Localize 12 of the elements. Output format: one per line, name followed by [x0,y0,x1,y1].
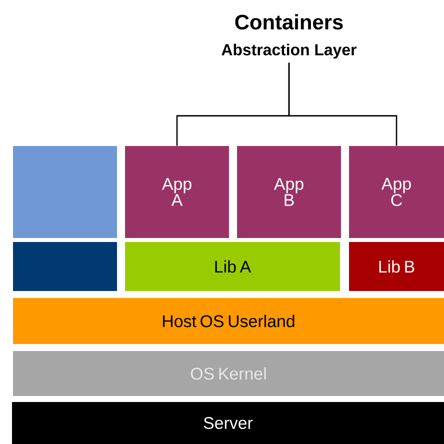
app-box: App A [125,146,229,238]
library-box: Lib A [125,242,340,291]
library-box: Lib B [349,242,444,291]
app-box: App C [349,146,444,238]
library-box [13,242,117,291]
heading: Containers Abstraction Layer [222,14,357,59]
layer-band: Server [12,402,444,444]
layer-band: OS Kernel [13,351,444,396]
bracket-connector [288,62,398,146]
app-box: App B [237,146,341,238]
daemon-box [13,146,117,238]
layer-band: Host OS Userland [13,298,444,344]
